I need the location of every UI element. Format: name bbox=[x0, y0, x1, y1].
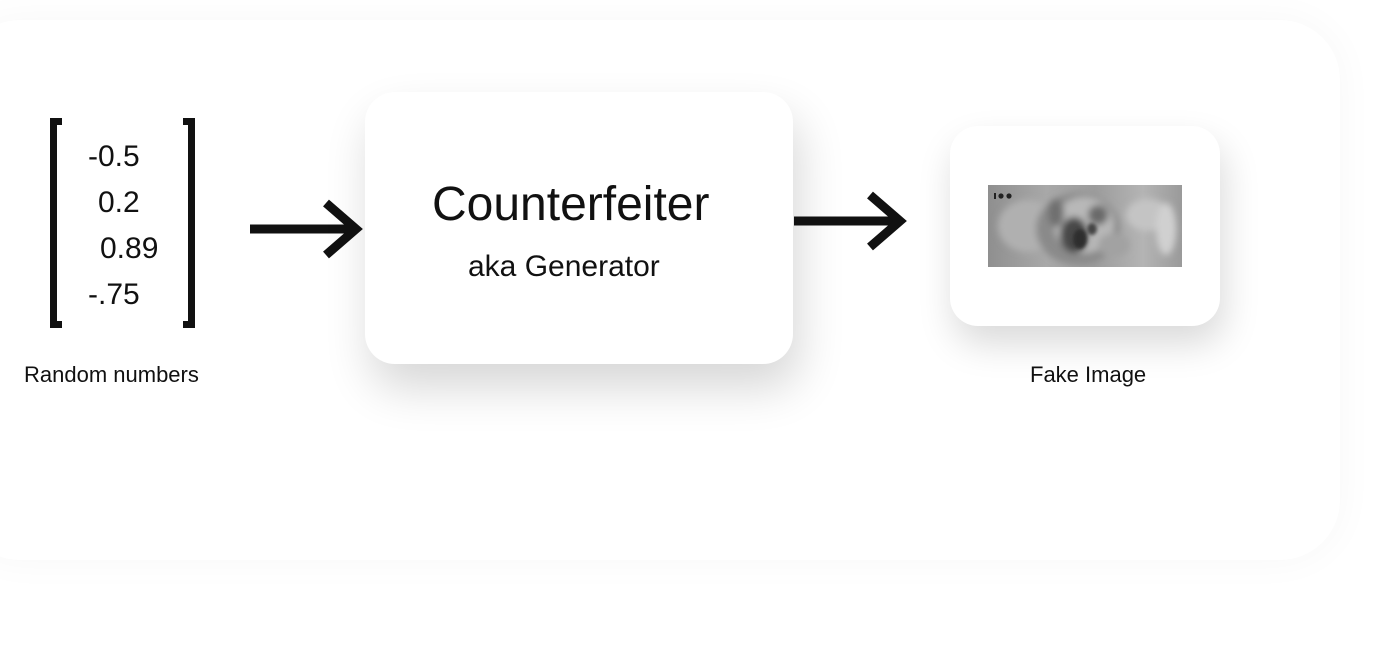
vector-value: -.75 bbox=[88, 278, 140, 311]
output-caption: Fake Image bbox=[1030, 362, 1147, 387]
left-bracket bbox=[50, 118, 62, 328]
generator-subtitle: aka Generator bbox=[468, 250, 660, 283]
fake-image bbox=[988, 185, 1182, 267]
random-number-vector: -0.5 0.2 0.89 -.75 bbox=[50, 118, 195, 328]
right-arrow-icon bbox=[250, 199, 363, 259]
vector-value: -0.5 bbox=[88, 140, 140, 173]
vector-value: 0.89 bbox=[100, 232, 159, 265]
generator-title: Counterfeiter bbox=[432, 178, 710, 231]
right-bracket bbox=[183, 118, 195, 328]
generator-box bbox=[365, 92, 793, 364]
input-caption: Random numbers bbox=[24, 362, 199, 387]
right-arrow-icon bbox=[794, 191, 907, 251]
vector-value: 0.2 bbox=[98, 186, 140, 219]
